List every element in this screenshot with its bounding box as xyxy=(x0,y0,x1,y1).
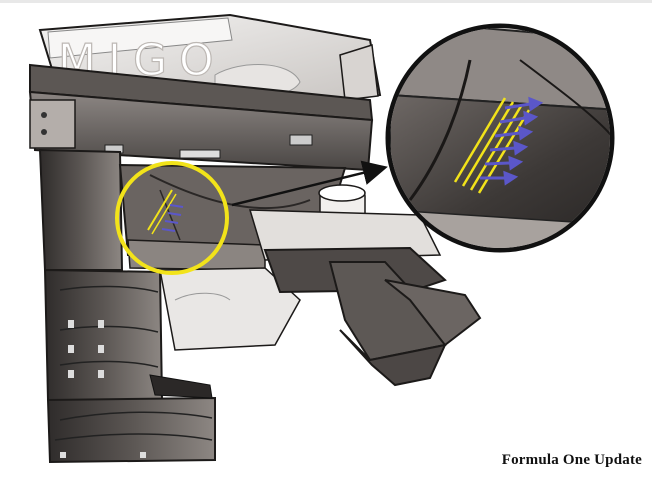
airflow-arrows xyxy=(480,96,544,186)
top-border xyxy=(0,0,652,3)
upper-wing-panel: MIGO xyxy=(38,13,382,102)
wing-element xyxy=(263,246,482,387)
caption: Formula One Update xyxy=(501,452,642,468)
highlight-circle xyxy=(115,161,229,275)
top-beam xyxy=(28,63,374,172)
zoom-circle xyxy=(385,23,615,253)
callout-arrow xyxy=(231,160,388,207)
endplate-body xyxy=(38,148,216,464)
